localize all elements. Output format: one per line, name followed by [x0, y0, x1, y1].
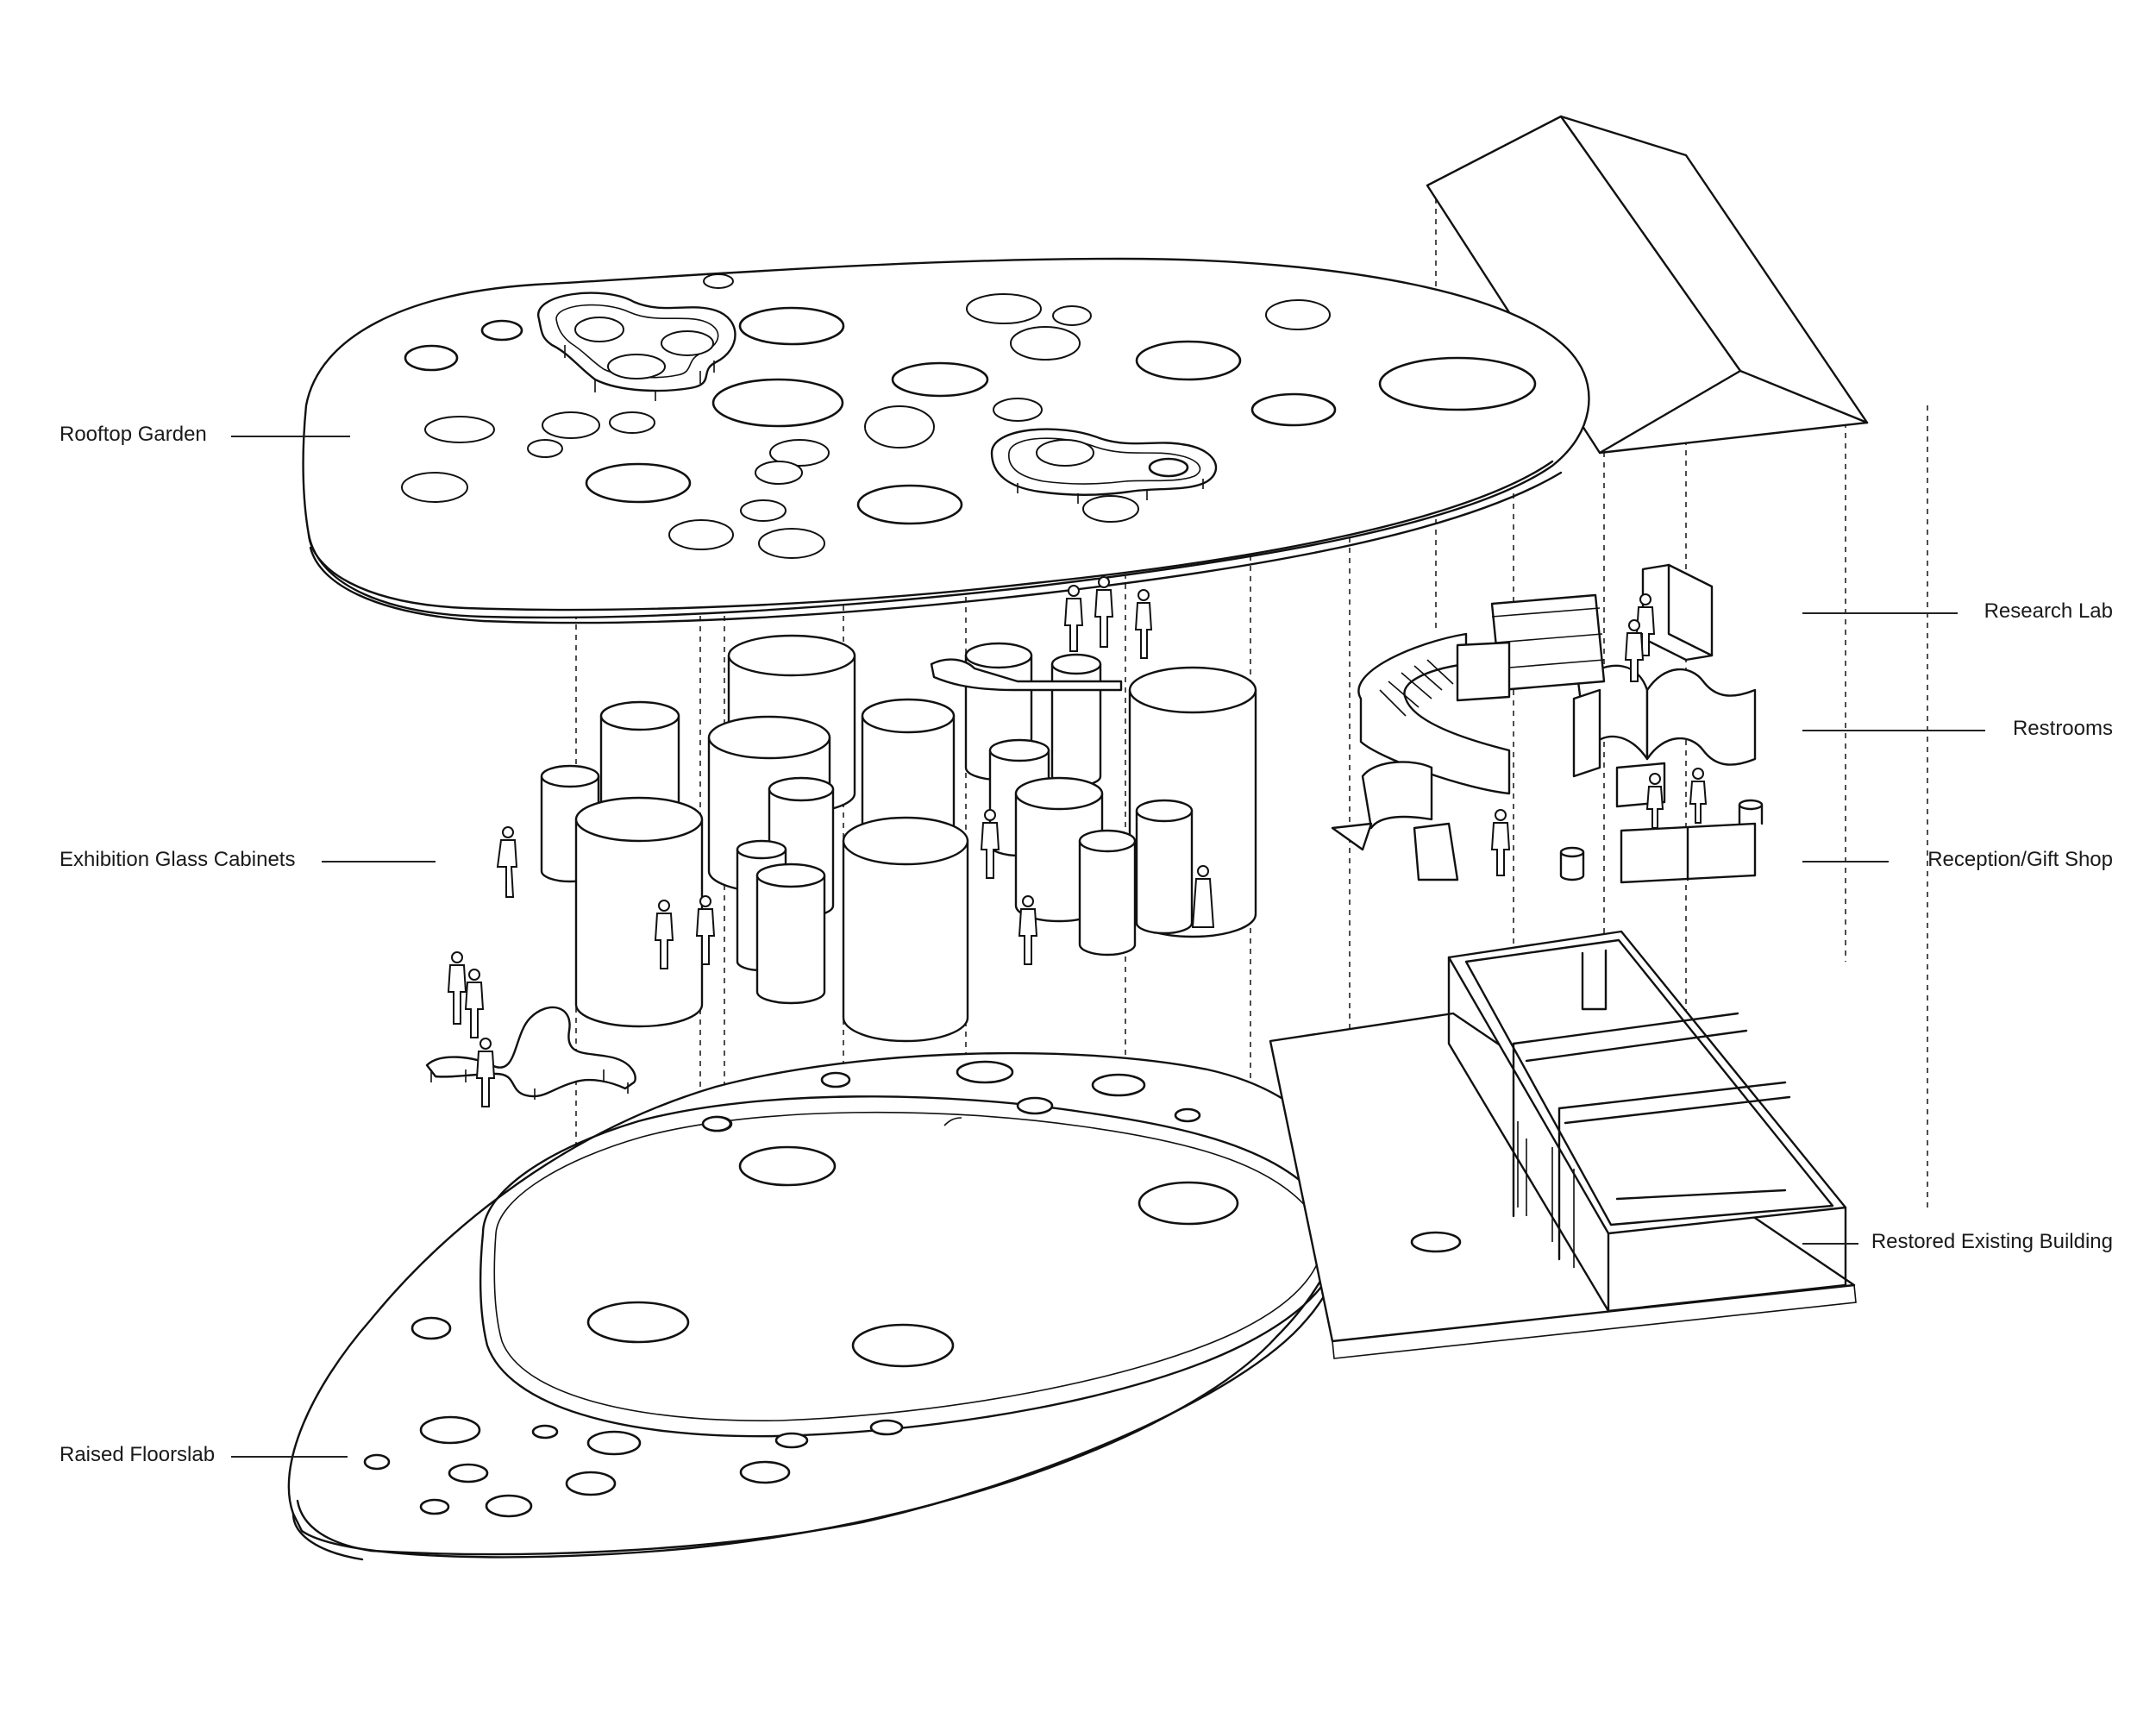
spiral-stair — [1331, 632, 1511, 881]
leader-raised-floorslab — [231, 1456, 348, 1458]
person-figure — [447, 951, 467, 1025]
reception-gift-shop — [1559, 762, 1764, 884]
research-lab — [1490, 563, 1714, 692]
restrooms — [1572, 664, 1757, 778]
person-figure — [1063, 585, 1084, 652]
leader-rooftop-garden — [231, 436, 350, 437]
raised-floorslab — [287, 1051, 1348, 1561]
leader-restored-existing-building — [1802, 1243, 1858, 1245]
person-figure — [496, 826, 518, 898]
label-research-lab: Research Lab — [1984, 599, 2113, 623]
label-raised-floorslab: Raised Floorslab — [60, 1443, 216, 1466]
person-figure — [1191, 865, 1215, 928]
rooftop-garden — [302, 257, 1590, 624]
label-rooftop-garden: Rooftop Garden — [60, 423, 207, 446]
label-exhibition-glass-cabinets: Exhibition Glass Cabinets — [60, 848, 296, 871]
person-figure — [980, 809, 1000, 879]
person-figure — [695, 895, 716, 965]
label-reception-gift-shop: Reception/Gift Shop — [1927, 848, 2113, 871]
label-restrooms: Restrooms — [2012, 717, 2113, 740]
person-figure — [1624, 619, 1645, 682]
leader-restrooms — [1802, 730, 1985, 731]
leader-reception-gift-shop — [1802, 861, 1889, 862]
leader-research-lab — [1802, 612, 1958, 614]
person-figure — [1134, 589, 1153, 659]
exhibition-glass-cabinets — [540, 634, 1257, 1043]
person-figure — [464, 969, 485, 1038]
person-figure — [475, 1038, 496, 1107]
person-figure — [654, 900, 674, 969]
restored-existing-building — [1269, 930, 1857, 1359]
person-figure — [1689, 768, 1708, 824]
person-figure — [1490, 809, 1511, 876]
person-figure — [1094, 576, 1114, 648]
person-figure — [1018, 895, 1038, 965]
label-restored-existing-building: Restored Existing Building — [1871, 1230, 2113, 1253]
leader-exhibition-glass-cabinets — [322, 861, 436, 862]
people-figures — [447, 576, 1708, 1107]
person-figure — [1645, 773, 1664, 829]
